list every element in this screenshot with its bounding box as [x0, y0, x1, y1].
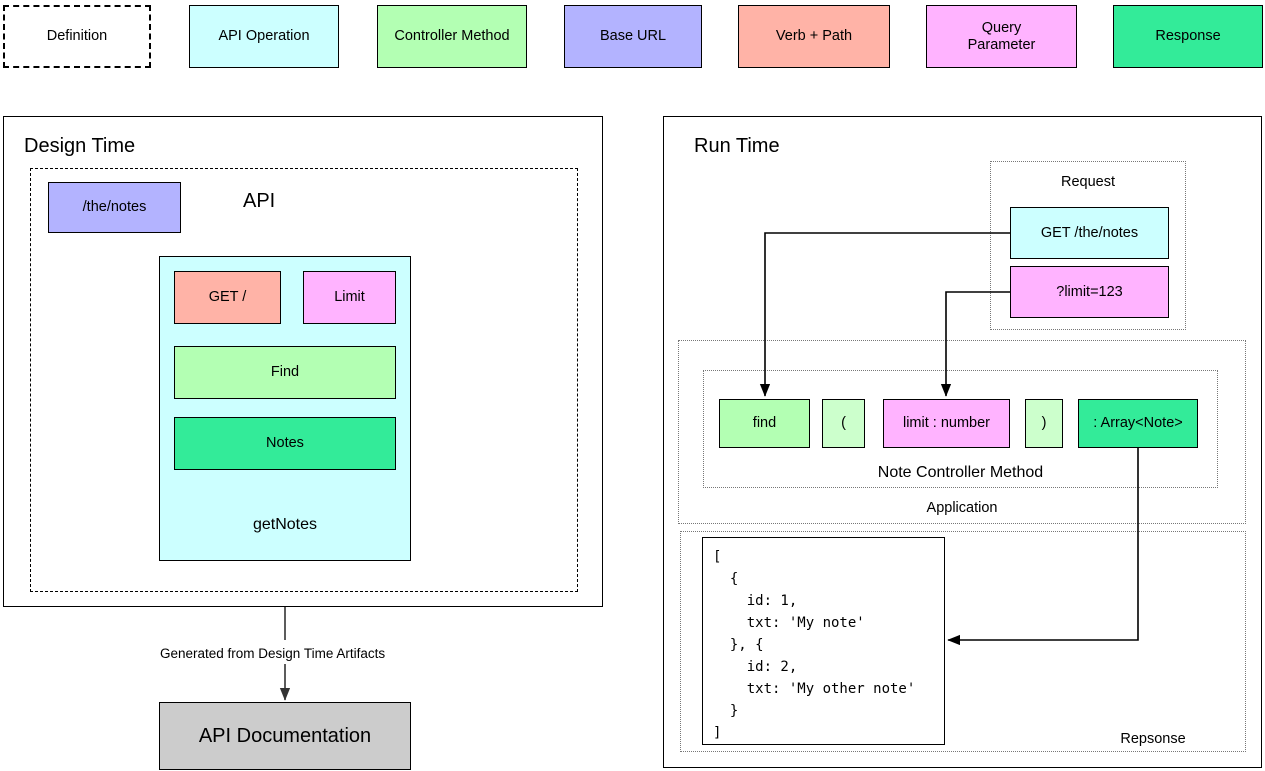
- api-documentation-label: API Documentation: [198, 724, 372, 747]
- note-controller-method-label: Note Controller Method: [877, 464, 1044, 481]
- design-query-param-label: Limit: [334, 289, 365, 306]
- legend-chip-label: Verb + Path: [775, 28, 853, 45]
- legend-chip-label: Response: [1155, 28, 1221, 45]
- legend-chip-definition: Definition: [3, 5, 151, 68]
- controller-token-label: (: [841, 415, 846, 432]
- controller-token-label: : Array<Note>: [1093, 415, 1183, 432]
- legend-chip-base-url: Base URL: [564, 5, 702, 68]
- legend-chip-api-operation: API Operation: [189, 5, 339, 68]
- legend-chip-label: Base URL: [599, 28, 667, 45]
- legend-chip-controller-method: Controller Method: [377, 5, 527, 68]
- design-verb-path-box: GET /: [174, 271, 281, 324]
- design-response-label: Notes: [266, 435, 304, 452]
- controller-token-close-paren: ): [1025, 399, 1063, 448]
- generated-from-label: Generated from Design Time Artifacts: [160, 646, 386, 661]
- controller-token-limit-number: limit : number: [883, 399, 1010, 448]
- api-definition-frame: [30, 168, 578, 592]
- legend-chip-response: Response: [1113, 5, 1263, 68]
- design-base-url-box: /the/notes: [48, 182, 181, 233]
- design-operation-name: getNotes: [252, 516, 318, 533]
- legend-chip-label: API Operation: [218, 28, 310, 45]
- legend-chip-label: Controller Method: [394, 28, 510, 45]
- design-controller-method-box: Find: [174, 346, 396, 399]
- run-time-frame: [663, 116, 1262, 768]
- legend-chip-label-line2: Parameter: [967, 36, 1036, 53]
- design-time-title: Design Time: [24, 135, 136, 157]
- request-query-param-label: ?limit=123: [1056, 283, 1123, 300]
- legend-chip-verb-path: Verb + Path: [738, 5, 890, 68]
- response-body-box: [ { id: 1, txt: 'My note' }, { id: 2, tx…: [702, 537, 945, 745]
- design-base-url-label: /the/notes: [82, 199, 147, 216]
- controller-token-find: find: [719, 399, 810, 448]
- request-query-param-box: ?limit=123: [1010, 266, 1169, 318]
- request-verb-path-box: GET /the/notes: [1010, 207, 1169, 259]
- design-controller-method-label: Find: [270, 364, 300, 381]
- api-title: API: [243, 190, 276, 212]
- legend-chip-label-line1: Query: [981, 19, 1022, 36]
- controller-token-label: ): [1041, 415, 1047, 432]
- design-query-param-box: Limit: [303, 271, 396, 324]
- api-documentation-box: API Documentation: [159, 702, 411, 770]
- legend-chip-query-parameter: Query Parameter: [926, 5, 1077, 68]
- request-verb-path-label: GET /the/notes: [1040, 224, 1139, 241]
- response-label: Repsonse: [1120, 731, 1186, 747]
- run-time-title: Run Time: [694, 135, 780, 157]
- request-label: Request: [1060, 174, 1115, 190]
- legend-chip-label: Definition: [46, 28, 108, 45]
- design-verb-path-label: GET /: [208, 289, 247, 306]
- controller-token-label: find: [752, 415, 777, 432]
- design-time-frame: [3, 116, 603, 607]
- controller-token-label: limit : number: [902, 415, 991, 432]
- design-response-box: Notes: [174, 417, 396, 470]
- controller-token-return-type: : Array<Note>: [1078, 399, 1198, 448]
- controller-token-open-paren: (: [822, 399, 865, 448]
- application-label: Application: [926, 500, 998, 516]
